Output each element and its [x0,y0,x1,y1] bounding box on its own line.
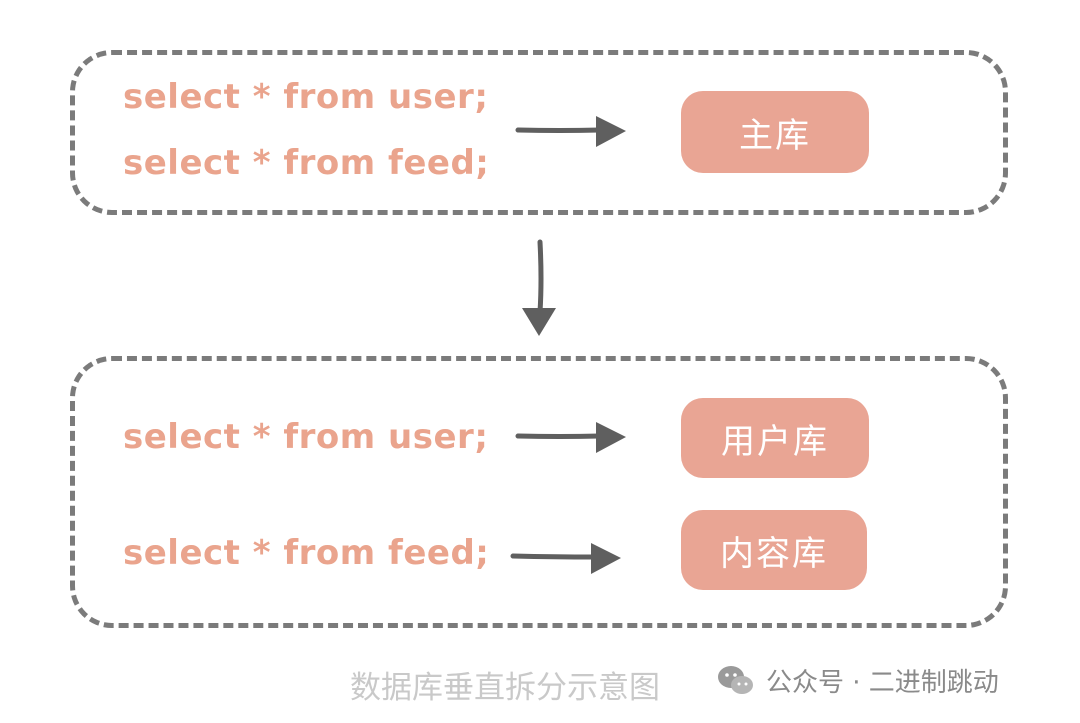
user-db-node: 用户库 [681,398,869,478]
query-user-bottom: select * from user; [123,417,489,457]
master-group-box [70,50,1008,215]
diagram-caption: 数据库垂直拆分示意图 [350,670,660,706]
content-db-node: 内容库 [681,510,867,590]
wechat-icon [718,665,753,694]
query-user-top: select * from user; [123,77,489,117]
query-feed-top: select * from feed; [123,143,490,183]
arrow-right-icon [515,422,626,453]
split-group-box [70,356,1008,628]
watermark-text: 公众号 · 二进制跳动 [766,668,999,698]
master-db-node: 主库 [681,91,869,173]
arrow-right-icon [515,116,626,147]
arrow-right-icon [510,543,621,574]
watermark: 公众号 · 二进制跳动 [716,662,999,699]
query-feed-bottom: select * from feed; [123,533,490,573]
arrow-down-icon [522,239,556,336]
